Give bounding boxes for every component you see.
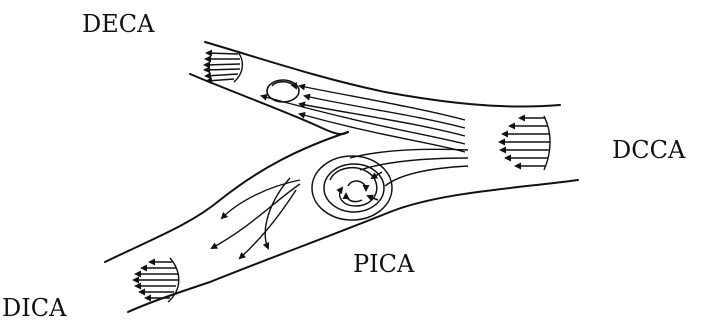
label-dcca: DCCA — [612, 138, 685, 162]
vessel-wall-upper — [205, 42, 560, 107]
eca-streamlines — [262, 86, 465, 152]
pica-vortex — [312, 156, 392, 220]
deca-velocity-profile — [205, 53, 240, 81]
ica-exit-streamlines — [212, 178, 300, 258]
label-dica: DICA — [2, 296, 66, 320]
dcca-velocity-profile — [500, 118, 550, 166]
vessel-wall-lower — [128, 180, 578, 312]
label-deca: DECA — [82, 12, 154, 36]
ica-streamlines — [350, 149, 468, 186]
dica-velocity-profile — [134, 262, 178, 298]
vessel-wall-eca-lower — [190, 74, 348, 134]
label-pica: PICA — [353, 252, 414, 276]
